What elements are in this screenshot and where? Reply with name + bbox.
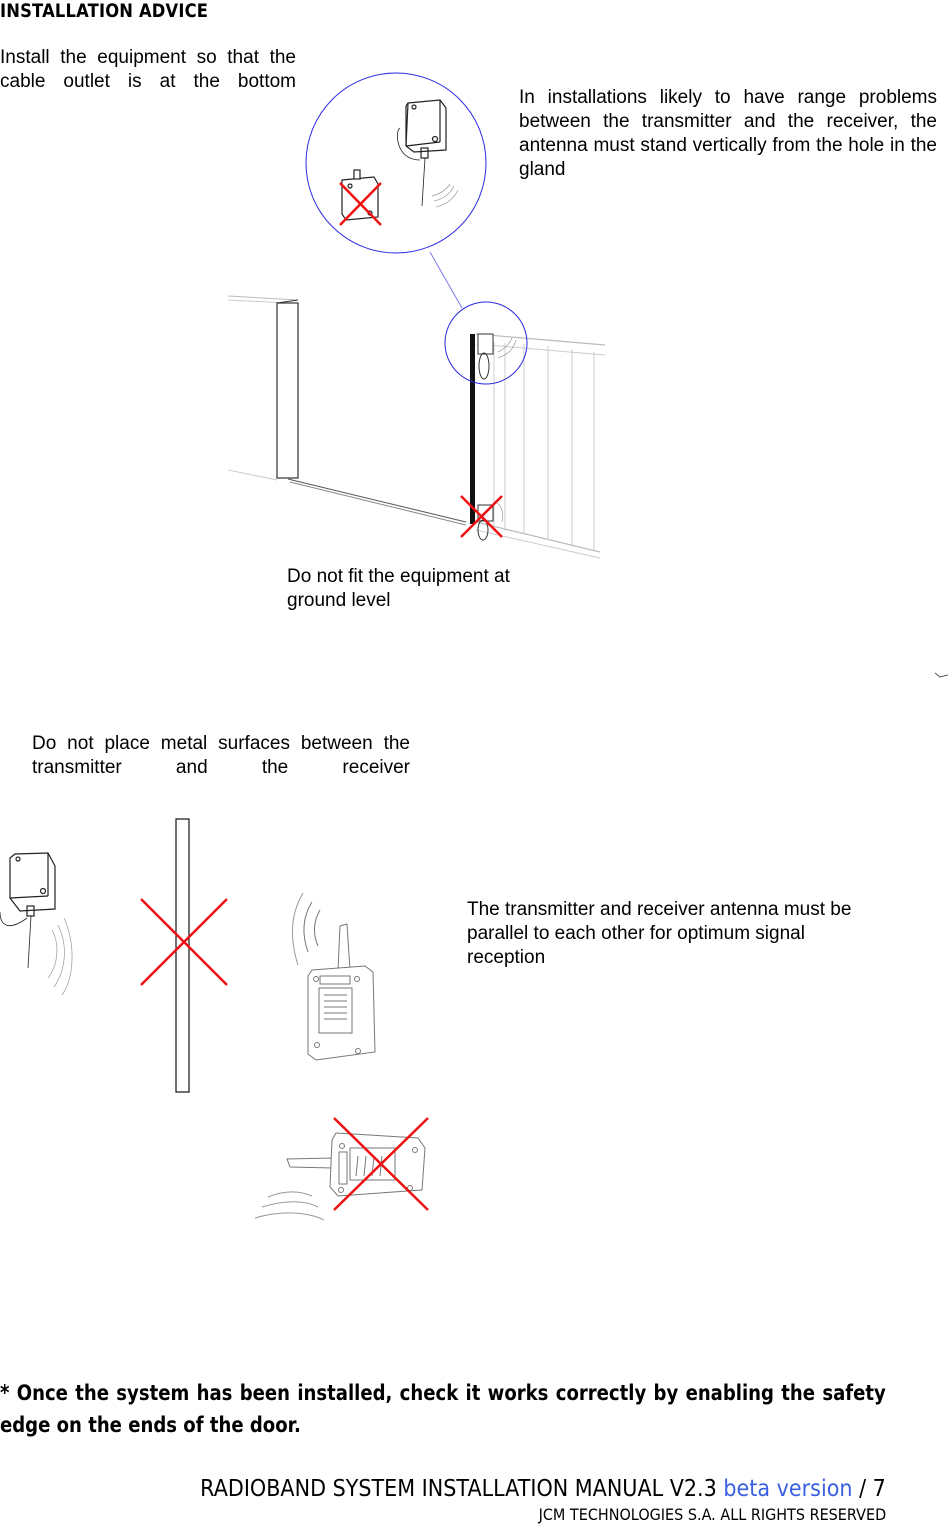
stray-mark [934, 672, 948, 678]
gate-scene [227, 295, 606, 559]
transmitter-box-correct-icon [397, 99, 459, 208]
wrong-cross-icon [140, 898, 228, 986]
page-title: INSTALLATION ADVICE [0, 0, 209, 22]
detail-magnifier [305, 72, 487, 309]
transmitter-box-wrong-icon [341, 169, 379, 221]
receiver-vertical-icon [292, 892, 376, 1061]
receiver-horizontal-icon [254, 1132, 426, 1221]
important-note: * Once the system has been installed, ch… [0, 1381, 886, 1437]
wrong-cross-icon [460, 495, 503, 538]
note-cable-outlet: Install the equipment so that the cable … [0, 47, 296, 92]
note-ground-level: Do not fit the equipment at ground level [287, 566, 510, 611]
wrong-cross-icon [333, 1117, 429, 1211]
footer-copyright: JCM TECHNOLOGIES S.A. ALL RIGHTS RESERVE… [538, 1505, 886, 1524]
detail-circle-gate [444, 301, 528, 385]
note-antenna-vertical: In installations likely to have range pr… [519, 87, 937, 180]
footer-manual-title: RADIOBAND SYSTEM INSTALLATION MANUAL V2.… [200, 1476, 886, 1502]
transmitter-box-icon [0, 852, 73, 996]
note-parallel-antenna: The transmitter and receiver antenna mus… [467, 899, 852, 968]
page-number: 7 [872, 1476, 886, 1502]
version-label: beta version [723, 1476, 853, 1502]
manual-title: RADIOBAND SYSTEM INSTALLATION MANUAL V2.… [200, 1476, 718, 1502]
note-metal-surfaces: Do not place metal surfaces between the … [32, 733, 410, 778]
metal-plate [175, 818, 190, 1093]
wrong-cross-icon [339, 182, 382, 226]
page-separator: / [859, 1476, 867, 1502]
